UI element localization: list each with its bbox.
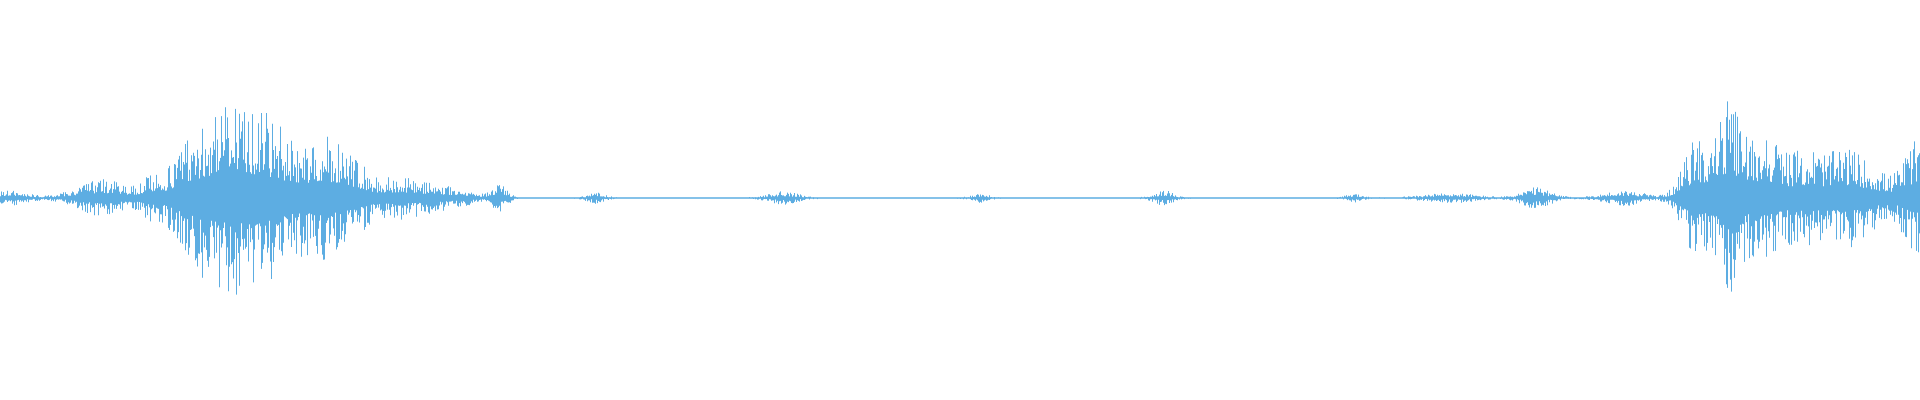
waveform-bars <box>0 101 1920 295</box>
waveform-path <box>0 101 1920 295</box>
